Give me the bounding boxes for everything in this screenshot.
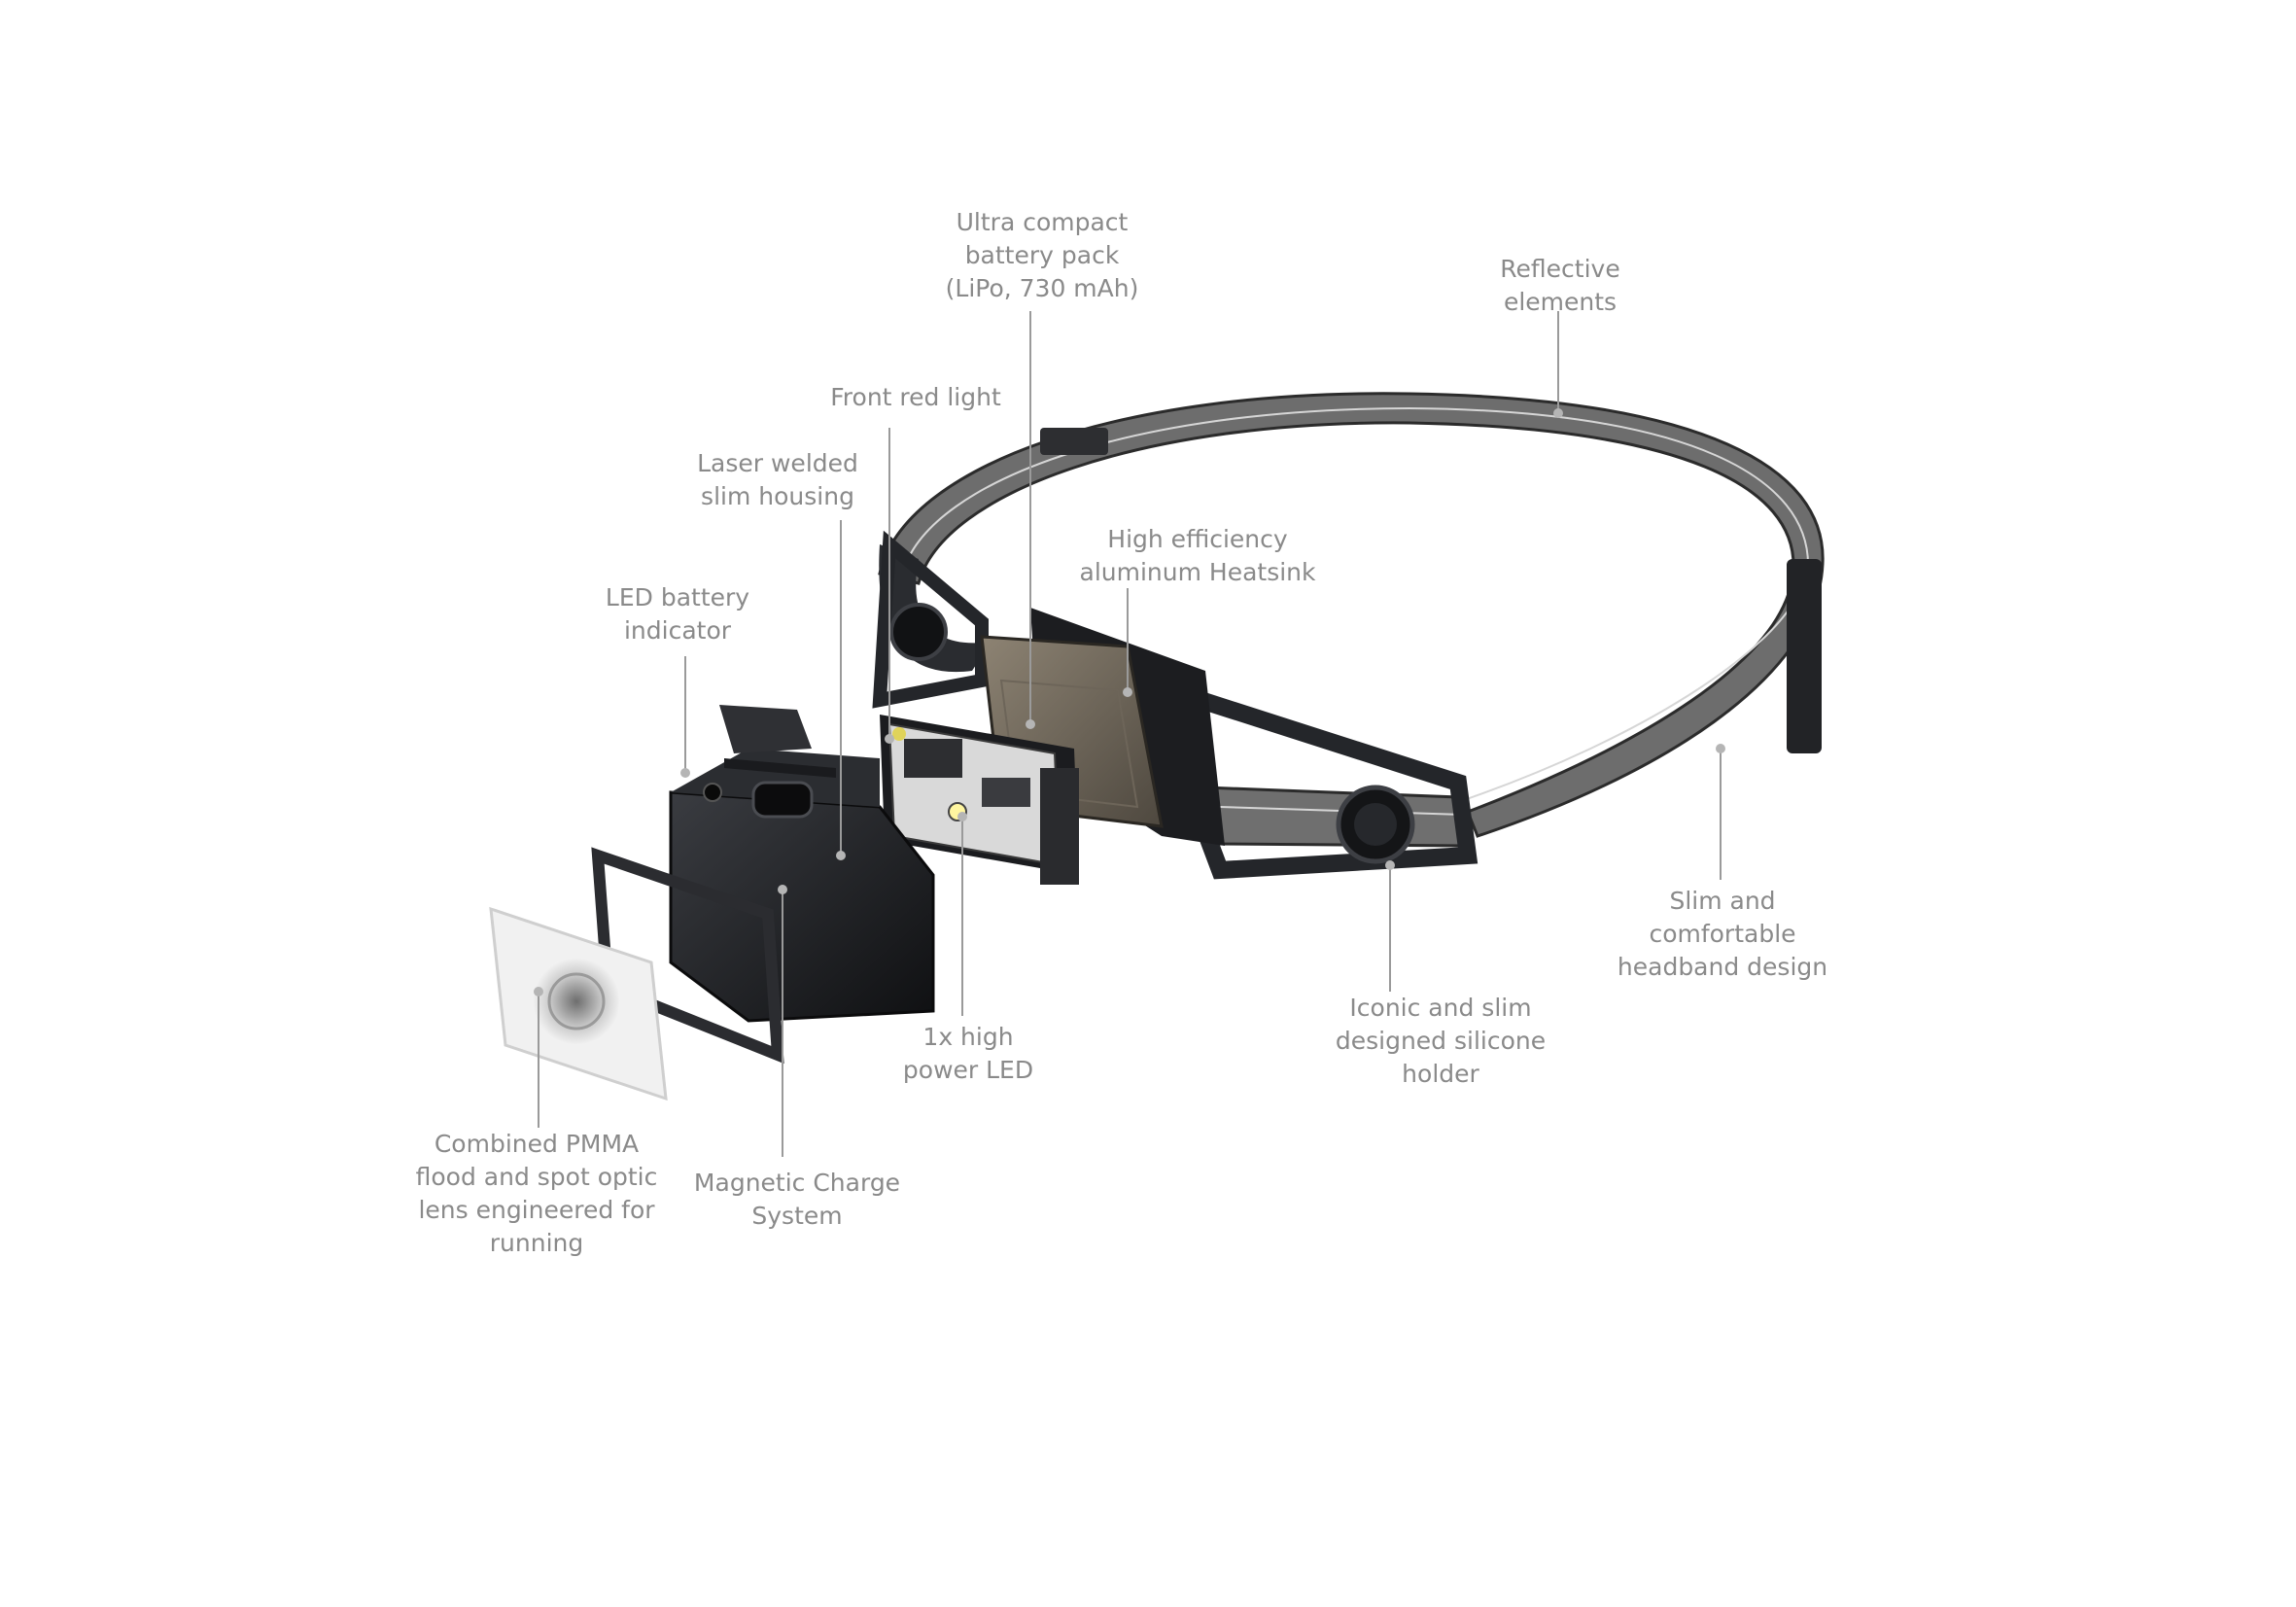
label-line: power LED xyxy=(902,1056,1034,1084)
label-line: (LiPo, 730 mAh) xyxy=(945,274,1139,302)
label-reflective: Reflective elements xyxy=(1500,253,1619,319)
label-line: System xyxy=(751,1202,843,1230)
label-magnetic-charge: Magnetic Charge System xyxy=(694,1167,900,1233)
label-line: comfortable xyxy=(1649,920,1796,948)
laser-welded-housing xyxy=(669,705,935,1023)
label-line: battery pack xyxy=(964,241,1120,269)
label-line: Front red light xyxy=(830,383,1001,411)
label-line: Magnetic Charge xyxy=(693,1169,901,1197)
label-line: designed silicone xyxy=(1335,1027,1547,1055)
label-high-power-led: 1x high power LED xyxy=(903,1021,1033,1087)
label-led-indicator: LED battery indicator xyxy=(606,581,749,647)
label-line: running xyxy=(489,1229,584,1257)
leader-lines xyxy=(538,311,1722,1157)
label-optic-lens: Combined PMMA flood and spot optic lens … xyxy=(416,1128,658,1260)
label-silicone-holder: Iconic and slim designed silicone holder xyxy=(1336,992,1546,1091)
label-laser-welded: Laser welded slim housing xyxy=(697,447,858,513)
optic-lens-plate xyxy=(489,906,668,1101)
label-line: Reflective xyxy=(1500,255,1620,283)
label-line: lens engineered for xyxy=(418,1196,655,1224)
label-line: slim housing xyxy=(701,482,854,510)
label-line: Laser welded xyxy=(697,449,858,477)
label-battery-pack: Ultra compact battery pack (LiPo, 730 mA… xyxy=(946,206,1139,305)
label-line: Combined PMMA xyxy=(434,1130,640,1158)
label-line: Slim and xyxy=(1669,887,1776,915)
label-slim-headband: Slim and comfortable headband design xyxy=(1618,885,1827,984)
leader-dots xyxy=(534,408,1725,996)
label-line: Iconic and slim xyxy=(1349,994,1532,1022)
label-front-red-light: Front red light xyxy=(830,381,1001,414)
label-line: LED battery xyxy=(605,583,750,611)
label-line: flood and spot optic xyxy=(415,1163,658,1191)
label-line: Ultra compact xyxy=(956,208,1129,236)
magnetic-charge-frame xyxy=(591,847,784,1065)
label-line: headband design xyxy=(1617,953,1828,981)
label-line: High efficiency xyxy=(1107,525,1288,553)
label-line: 1x high xyxy=(922,1023,1014,1051)
label-line: holder xyxy=(1402,1060,1479,1088)
label-heatsink: High efficiency aluminum Heatsink xyxy=(1080,523,1316,589)
battery-pack-pcb xyxy=(880,715,1079,885)
label-line: indicator xyxy=(623,616,732,645)
label-line: aluminum Heatsink xyxy=(1079,558,1316,586)
label-line: elements xyxy=(1503,288,1618,316)
